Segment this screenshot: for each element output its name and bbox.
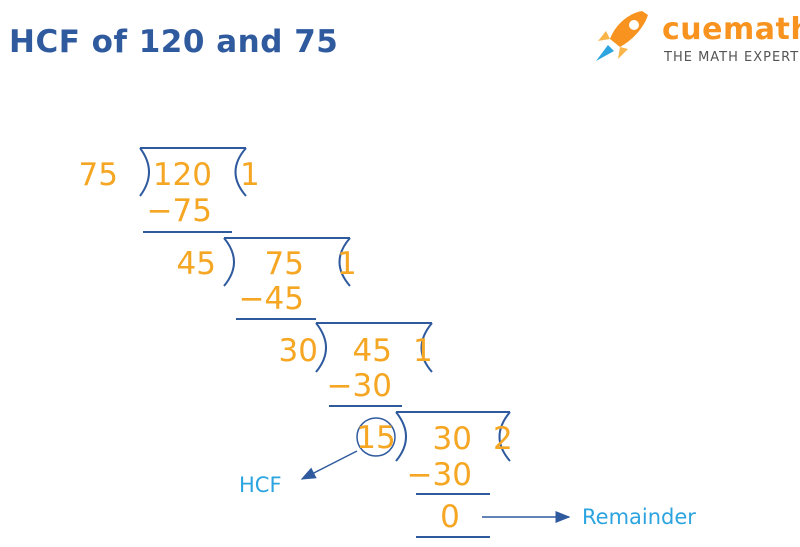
step-2-divisor: 45: [177, 246, 216, 282]
step-3-dividend: 45: [353, 333, 392, 369]
step-3-subtract: −30: [327, 368, 392, 404]
step-4-subtract: −30: [407, 457, 472, 493]
brand-name: cuemath: [662, 12, 800, 47]
step-1-divisor: 75: [79, 157, 118, 193]
step-2-quotient: 1: [337, 246, 357, 282]
division-step-1: 75 120 1 −75: [79, 147, 260, 233]
hcf-arrow: [300, 450, 358, 480]
step-2-dividend: 75: [265, 246, 304, 282]
step-1-quotient: 1: [240, 157, 260, 193]
remainder-value: 0: [440, 499, 460, 535]
step-2-subtract: −45: [239, 281, 304, 317]
remainder-label: Remainder: [582, 505, 696, 529]
hcf-label: HCF: [239, 473, 282, 497]
step-3-divisor: 30: [279, 333, 318, 369]
step-3-quotient: 1: [413, 333, 433, 369]
step-4-divisor: 15: [356, 420, 395, 456]
division-step-4: 15 30 2 −30: [356, 411, 513, 495]
brand-tagline: THE MATH EXPERT: [664, 50, 800, 65]
division-step-3: 30 45 1 −30: [279, 322, 433, 407]
rocket-icon: [596, 11, 648, 61]
hcf-highlight-circle: [356, 417, 396, 457]
division-step-2: 45 75 1 −45: [177, 237, 357, 320]
step-4-dividend: 30: [433, 421, 472, 457]
step-1-dividend: 120: [153, 157, 212, 193]
step-4-quotient: 2: [493, 421, 513, 457]
page-title: HCF of 120 and 75: [9, 24, 339, 60]
step-1-subtract: −75: [147, 193, 212, 229]
